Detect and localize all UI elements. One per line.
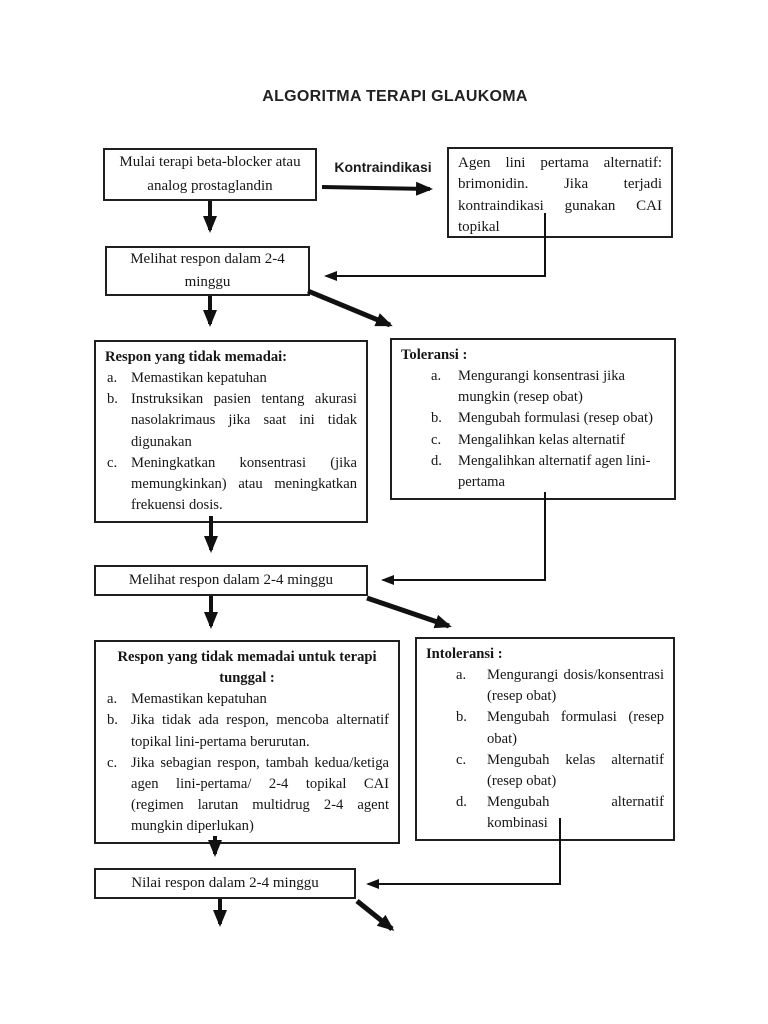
list-item-marker: b. <box>456 709 467 726</box>
node-review-1-text: Melihat respon dalam 2-4 minggu <box>130 250 285 290</box>
connector-toleransi-to-review2 <box>381 492 546 585</box>
node-review-3: Nilai respon dalam 2-4 minggu <box>94 868 356 899</box>
node-inadequate-monotherapy: Respon yang tidak memadai untuk terapi t… <box>94 640 400 845</box>
list-item: b. Instruksikan pasien tentang akurasi na… <box>105 389 357 452</box>
node-inadequate-monotherapy-title: Respon yang tidak memadai untuk terapi t… <box>117 649 377 687</box>
list-item-text: Memastikan kepatuhan <box>131 691 267 708</box>
list-item-marker: c. <box>456 751 467 768</box>
list-item-marker: b. <box>107 391 118 408</box>
list-item-text: Jika tidak ada respon, mencoba alternati… <box>131 712 389 750</box>
list-item: c. Mengubah kelas alternatif (resep obat) <box>426 750 664 792</box>
list-item: d. Mengubah alternatif kombinasi <box>426 792 664 834</box>
list-item: c. Mengalihkan kelas alternatif <box>401 430 665 451</box>
node-intoleransi: Intoleransi : a. Mengurangi dosis/konsent… <box>415 637 675 842</box>
node-inadequate-response-title: Respon yang tidak memadai: <box>105 349 288 365</box>
list-item-text: Instruksikan pasien tentang akurasi naso… <box>131 391 357 450</box>
node-review-3-text: Nilai respon dalam 2-4 minggu <box>131 874 319 891</box>
list-item: b. Jika tidak ada respon, mencoba alterna… <box>105 710 389 752</box>
list-item-marker: a. <box>431 368 442 385</box>
list-item-text: Mengubah kelas alternatif (resep obat) <box>487 751 664 789</box>
node-toleransi-title: Toleransi : <box>401 347 468 363</box>
arrow-review2-to-intoleransi <box>366 595 452 629</box>
list-item-text: Mengubah alternatif kombinasi <box>487 794 664 832</box>
node-start-therapy: Mulai terapi beta-blocker atau analog pr… <box>103 148 317 201</box>
list-item-text: Mengurangi konsentrasi jika mungkin (res… <box>458 368 625 406</box>
list-item-marker: c. <box>431 431 442 448</box>
list-item: d. Mengalihkan alternatif agen lini-perta… <box>401 451 665 493</box>
list-item-text: Mengalihkan kelas alternatif <box>458 431 625 448</box>
list-item-marker: b. <box>107 712 118 729</box>
list-item: c. Jika sebagian respon, tambah kedua/ket… <box>105 753 389 838</box>
node-review-2: Melihat respon dalam 2-4 minggu <box>94 565 368 596</box>
list-item-text: Mengurangi dosis/konsentrasi (resep obat… <box>487 667 664 705</box>
node-review-1: Melihat respon dalam 2-4 minggu <box>105 246 310 296</box>
list-item-marker: d. <box>431 452 442 469</box>
arrow-review1-to-toleransi <box>307 288 393 328</box>
node-start-text: Mulai terapi beta-blocker atau analog pr… <box>119 154 301 194</box>
node-review-2-text: Melihat respon dalam 2-4 minggu <box>128 571 334 588</box>
list-item-marker: a. <box>107 691 118 708</box>
node-inadequate-response: Respon yang tidak memadai: a. Memastikan … <box>94 340 368 524</box>
node-alternative-text: Agen lini pertama alternatif: brimonidin… <box>458 155 662 235</box>
node-intoleransi-title: Intoleransi : <box>426 646 503 662</box>
list-item-text: Mengubah formulasi (resep obat) <box>487 709 664 747</box>
node-inadequate-monotherapy-list: a. Memastikan kepatuhan b. Jika tidak ada r… <box>105 689 389 837</box>
list-item-marker: b. <box>431 410 442 427</box>
list-item: a. Mengurangi dosis/konsentrasi (resep ob… <box>426 665 664 707</box>
node-alternative-agent: Agen lini pertama alternatif: brimonidin… <box>447 147 673 238</box>
node-inadequate-response-list: a. Memastikan kepatuhan b. Instruksikan pas… <box>105 368 357 516</box>
list-item: c. Meningkatkan konsentrasi (jika memungk… <box>105 453 357 516</box>
list-item-text: Mengubah formulasi (resep obat) <box>458 410 653 427</box>
list-item-marker: a. <box>107 370 118 387</box>
list-item-text: Meningkatkan konsentrasi (jika memungkin… <box>131 454 357 514</box>
list-item-marker: d. <box>456 794 467 811</box>
node-toleransi: Toleransi : a. Mengurangi konsentrasi jik… <box>390 338 676 501</box>
node-toleransi-list: a. Mengurangi konsentrasi jika mungkin (r… <box>401 366 665 493</box>
list-item-text: Memastikan kepatuhan <box>131 370 267 387</box>
edge-label-kontraindikasi: Kontraindikasi <box>334 159 432 175</box>
list-item: b. Mengubah formulasi (resep obat) <box>426 707 664 749</box>
list-item-marker: c. <box>107 454 118 471</box>
page-title: ALGORITMA TERAPI GLAUKOMA <box>262 88 528 105</box>
node-intoleransi-list: a. Mengurangi dosis/konsentrasi (resep ob… <box>426 665 664 834</box>
list-item-text: Mengalihkan alternatif agen lini-pertama <box>458 452 651 490</box>
list-item: a. Memastikan kepatuhan <box>105 689 389 710</box>
arrow-kontraindikasi <box>321 181 433 196</box>
list-item-marker: c. <box>107 754 118 771</box>
arrow-review3-diagonal <box>355 899 395 931</box>
list-item-marker: a. <box>456 667 467 684</box>
list-item: a. Mengurangi konsentrasi jika mungkin (r… <box>401 366 665 408</box>
list-item: a. Memastikan kepatuhan <box>105 368 357 389</box>
list-item: b. Mengubah formulasi (resep obat) <box>401 408 665 429</box>
list-item-text: Jika sebagian respon, tambah kedua/ketig… <box>131 754 389 835</box>
